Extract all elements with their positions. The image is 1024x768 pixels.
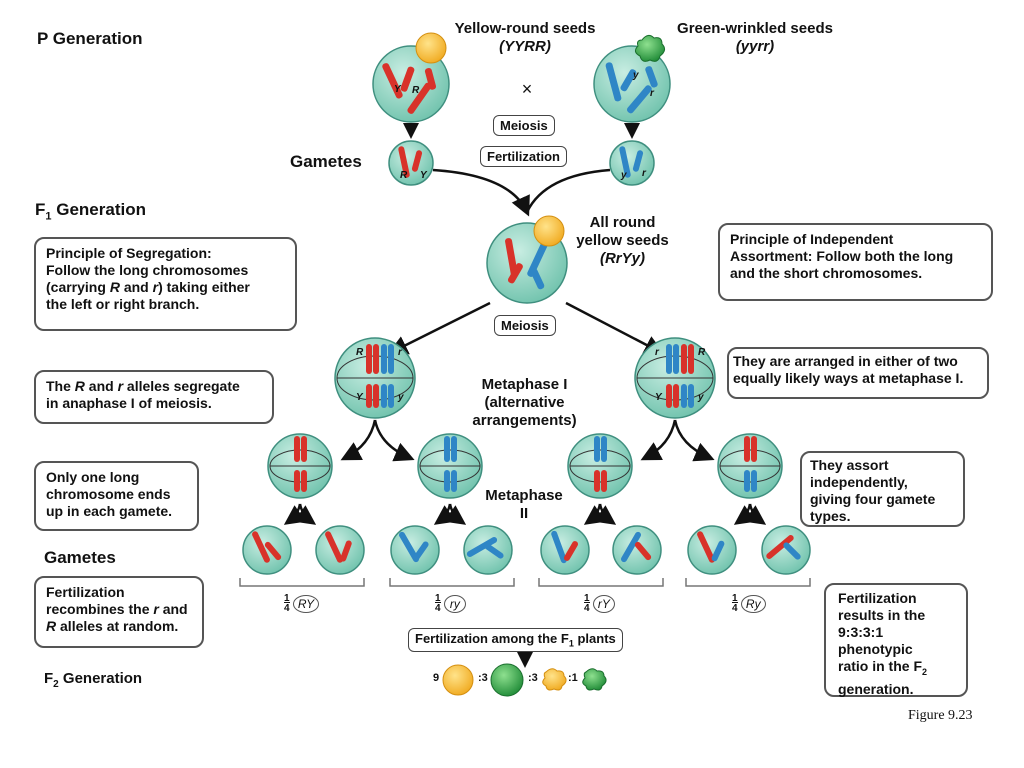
meiosis-pill-f1: Meiosis	[494, 315, 556, 336]
green-wrinkled-title: Green-wrinkled seeds (yyrr)	[677, 20, 833, 55]
gamete-cell-ry-parent	[609, 140, 655, 186]
gamete-cells-ry	[390, 525, 513, 575]
segregation-box: Principle of Segregation: Follow the lon…	[34, 237, 297, 331]
ratio-count-yellow-round: 9	[433, 672, 440, 684]
metaphase-2-label: Metaphase II	[485, 487, 563, 522]
yellow-round-seed-icon	[415, 32, 447, 64]
fertilization-pill: Fertilization	[480, 146, 567, 167]
anaphase-box: The R and r alleles segregate in anaphas…	[34, 370, 274, 424]
metaphase-2-cell-4	[717, 433, 783, 499]
independent-assortment-box: Principle of Independent Assortment: Fol…	[718, 223, 993, 301]
metaphase-2-cell-1	[267, 433, 333, 499]
yellow-round-title: Yellow-round seeds (YYRR)	[454, 20, 596, 55]
one-long-box: Only one long chromosome ends up in each…	[34, 461, 199, 531]
figure-caption: Figure 9.23	[908, 708, 973, 723]
fertilization-ratio-box: Fertilization results in the 9:3:3:1 phe…	[824, 583, 968, 697]
metaphase-1-label: Metaphase I (alternative arrangements)	[472, 376, 577, 429]
metaphase-2-cell-3	[567, 433, 633, 499]
f2-yellow-wrinkled-seed-icon	[542, 668, 567, 691]
fertilization-recombines-box: Fertilization recombines the r and R all…	[34, 576, 204, 648]
f1-generation-label: F1 Generation	[35, 200, 146, 223]
f2-green-wrinkled-seed-icon	[582, 668, 607, 691]
cross-symbol: ×	[521, 79, 533, 99]
gamete-cell-RY-parent	[388, 140, 434, 186]
ratio-count-green-round: :3	[478, 672, 488, 684]
gamete-cells-rY	[540, 525, 662, 575]
meiosis-pill-top: Meiosis	[493, 115, 555, 136]
gamete-cells-RY	[242, 525, 365, 575]
f2-green-round-seed-icon	[490, 663, 524, 697]
arranged-box: They are arranged in either of two equal…	[727, 347, 989, 399]
f2-generation-label: F2 Generation	[44, 670, 143, 690]
green-wrinkled-seed-icon	[634, 34, 666, 62]
yellow-round-seed-icon-f1	[533, 215, 565, 247]
parent-cell-yellow-round	[372, 45, 450, 123]
gamete-cells-Ry	[687, 525, 811, 575]
metaphase-1-cell-left	[334, 337, 416, 419]
ratio-count-yellow-wrinkled: :3	[528, 672, 538, 684]
metaphase-2-cell-2	[417, 433, 483, 499]
gametes-top-label: Gametes	[290, 152, 362, 171]
p-generation-label: P Generation	[37, 29, 143, 48]
assort-box: They assort independently, giving four g…	[800, 451, 965, 527]
f2-yellow-round-seed-icon	[442, 664, 474, 696]
f1-seeds-title: All round yellow seeds (RrYy)	[576, 214, 669, 267]
metaphase-1-cell-right	[634, 337, 716, 419]
fertilization-f1-pill: Fertilization among the F1 plants	[408, 628, 623, 652]
parent-cell-green-wrinkled	[593, 45, 671, 123]
gametes-bottom-label: Gametes	[44, 548, 116, 567]
ratio-count-green-wrinkled: :1	[568, 672, 578, 684]
